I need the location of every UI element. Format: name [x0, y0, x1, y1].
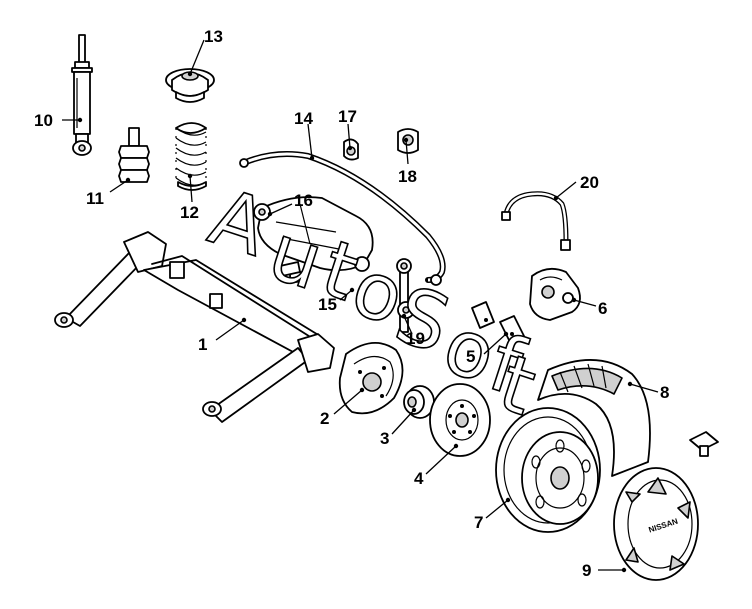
- callout-labels: 1 2 3 4 5 6 7 8 9 10 11 12 13 14 15 16 1…: [34, 27, 669, 580]
- stabilizer-bar: [239, 151, 446, 286]
- sensor-connector: [689, 431, 719, 457]
- brake-hose: [501, 191, 571, 251]
- shock-absorber: [71, 34, 93, 156]
- callout-5: 5: [466, 347, 475, 366]
- callout-13: 13: [204, 27, 223, 46]
- wheel-cover: NISSAN: [613, 467, 699, 581]
- hub-bearing: [403, 385, 435, 419]
- bump-stop: [118, 127, 150, 183]
- stabilizer-link: [396, 258, 415, 333]
- brake-pads: [471, 301, 525, 343]
- callout-20: 20: [580, 173, 599, 192]
- strut-mount: [165, 68, 215, 103]
- knuckle-assembly: [253, 196, 374, 283]
- stabilizer-bushing: [397, 128, 419, 154]
- brake-caliper: [529, 267, 581, 321]
- callout-3: 3: [380, 429, 389, 448]
- callout-12: 12: [180, 203, 199, 222]
- splash-guard: [537, 359, 651, 477]
- callout-6: 6: [598, 299, 607, 318]
- callout-8: 8: [660, 383, 669, 402]
- callout-15: 15: [318, 295, 337, 314]
- coil-spring: [175, 122, 207, 191]
- callout-2: 2: [320, 409, 329, 428]
- callout-11: 11: [86, 189, 104, 208]
- watermark-letter: A: [199, 172, 278, 274]
- leader-lines: [62, 39, 659, 573]
- callout-10: 10: [34, 111, 53, 130]
- brake-disc: [429, 383, 491, 457]
- callout-18: 18: [398, 167, 417, 186]
- callout-7: 7: [474, 513, 483, 532]
- callout-1: 1: [198, 335, 207, 354]
- callout-4: 4: [414, 469, 424, 488]
- steel-wheel: [495, 407, 601, 533]
- callout-16: 16: [294, 191, 313, 210]
- callout-9: 9: [582, 561, 591, 580]
- callout-19: 19: [406, 329, 425, 348]
- callout-17: 17: [338, 107, 357, 126]
- rear-axle-beam: [54, 231, 335, 423]
- callout-14: 14: [294, 109, 313, 128]
